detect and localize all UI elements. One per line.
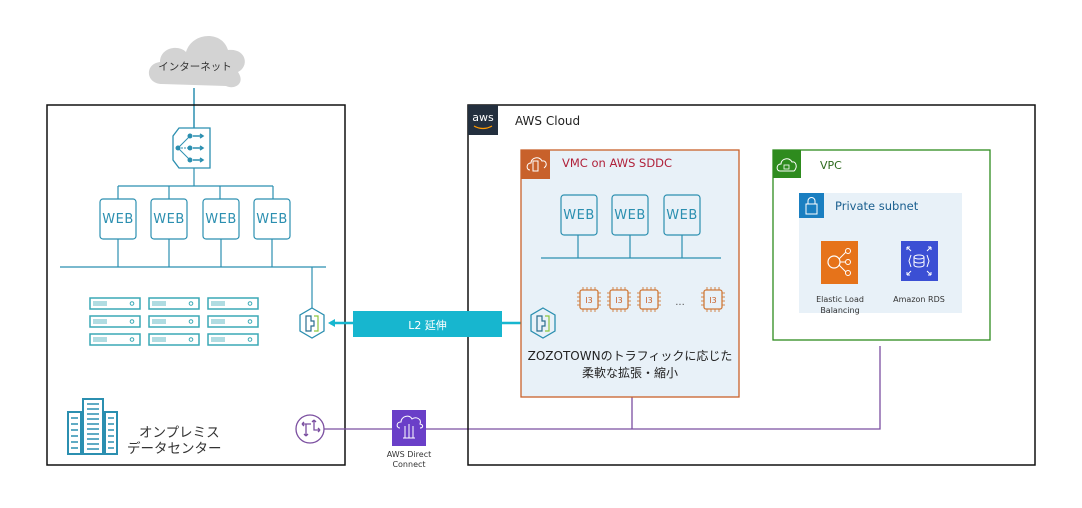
server-rack-unit [148, 297, 200, 310]
aws-cloud-title: AWS Cloud [515, 114, 581, 128]
aws-logo-icon [468, 105, 498, 135]
onprem-web-server: WEB [202, 198, 240, 240]
svg-text:WEB: WEB [256, 212, 288, 227]
direct-connect-line [426, 346, 881, 430]
datacenter-building-icon [67, 398, 118, 455]
server-rack-unit [207, 297, 259, 310]
vpc-title: VPC [820, 159, 842, 172]
vmc-web-server: WEB [663, 194, 701, 236]
onprem-web-server: WEB [253, 198, 291, 240]
vmc-caption: ZOZOTOWNのトラフィックに応じた 柔軟な拡張・縮小 [521, 348, 739, 382]
l2-extension-label: L2 延伸 [408, 319, 447, 332]
chip-ellipsis: ... [675, 297, 685, 308]
elb-label-line1: Elastic Load [816, 295, 864, 304]
direct-connect-label-line1: AWS Direct [386, 450, 432, 459]
svg-text:WEB: WEB [205, 212, 237, 227]
direct-connect-label: AWS Direct Connect [380, 450, 438, 470]
aws-cloud-box [467, 104, 1036, 466]
vmc-icon [521, 150, 550, 179]
chip-label: I3 [709, 296, 716, 305]
load-balancer-icon [172, 127, 211, 169]
svg-text:WEB: WEB [153, 212, 185, 227]
vmc-web-server: WEB [611, 194, 649, 236]
i3-chip-icon: I3 [577, 287, 601, 312]
onprem-web-server: WEB [150, 198, 188, 240]
l2-extension-band [353, 311, 502, 337]
chip-label: I3 [645, 296, 652, 305]
chip-label: I3 [615, 296, 622, 305]
private-subnet-title: Private subnet [835, 199, 919, 213]
onprem-label-line1: オンプレミス [139, 425, 220, 441]
hcx-gateway-icon-onprem [299, 307, 325, 339]
direct-connect-label-line2: Connect [392, 460, 426, 469]
vmc-sddc-box [520, 149, 740, 398]
vpc-icon [773, 150, 801, 178]
server-rack-unit [148, 333, 200, 346]
svg-text:WEB: WEB [666, 208, 698, 223]
i3-host-chips: I3 I3 I3 I3 [577, 287, 725, 312]
vmc-caption-line2: 柔軟な拡張・縮小 [581, 366, 678, 380]
internet-label: インターネット [158, 61, 232, 73]
i3-chip-icon: I3 [607, 287, 631, 312]
server-racks [89, 297, 259, 346]
onprem-web-server: WEB [99, 198, 137, 240]
server-rack-unit [89, 333, 141, 346]
svg-text:aws: aws [472, 111, 494, 124]
svg-text:WEB: WEB [563, 208, 595, 223]
chip-label: I3 [585, 296, 592, 305]
elb-label: Elastic Load Balancing [806, 294, 874, 316]
onprem-label-line2: データセンター [127, 441, 222, 457]
direct-connect-icon [392, 410, 426, 446]
rds-label: Amazon RDS [885, 294, 953, 305]
onprem-datacenter-label: オンプレミス データセンター [127, 425, 222, 457]
svg-text:WEB: WEB [614, 208, 646, 223]
server-rack-unit [148, 315, 200, 328]
i3-chip-icon: I3 [637, 287, 661, 312]
server-rack-unit [207, 315, 259, 328]
elb-label-line2: Balancing [820, 306, 860, 315]
hcx-gateway-icon-vmc [530, 307, 556, 339]
i3-chip-icon: I3 [701, 287, 725, 312]
server-rack-unit [207, 333, 259, 346]
internet-cloud-icon [148, 35, 245, 88]
vmc-title: VMC on AWS SDDC [562, 156, 673, 170]
onprem-datacenter-box [46, 104, 346, 466]
vmc-caption-line1: ZOZOTOWNのトラフィックに応じた [527, 349, 733, 363]
server-rack-unit [89, 297, 141, 310]
vmc-web-server: WEB [560, 194, 598, 236]
svg-text:WEB: WEB [102, 212, 134, 227]
server-rack-unit [89, 315, 141, 328]
rds-label-line1: Amazon RDS [893, 295, 945, 304]
router-icon [295, 414, 325, 444]
l2-arrow-left-icon [328, 319, 335, 327]
